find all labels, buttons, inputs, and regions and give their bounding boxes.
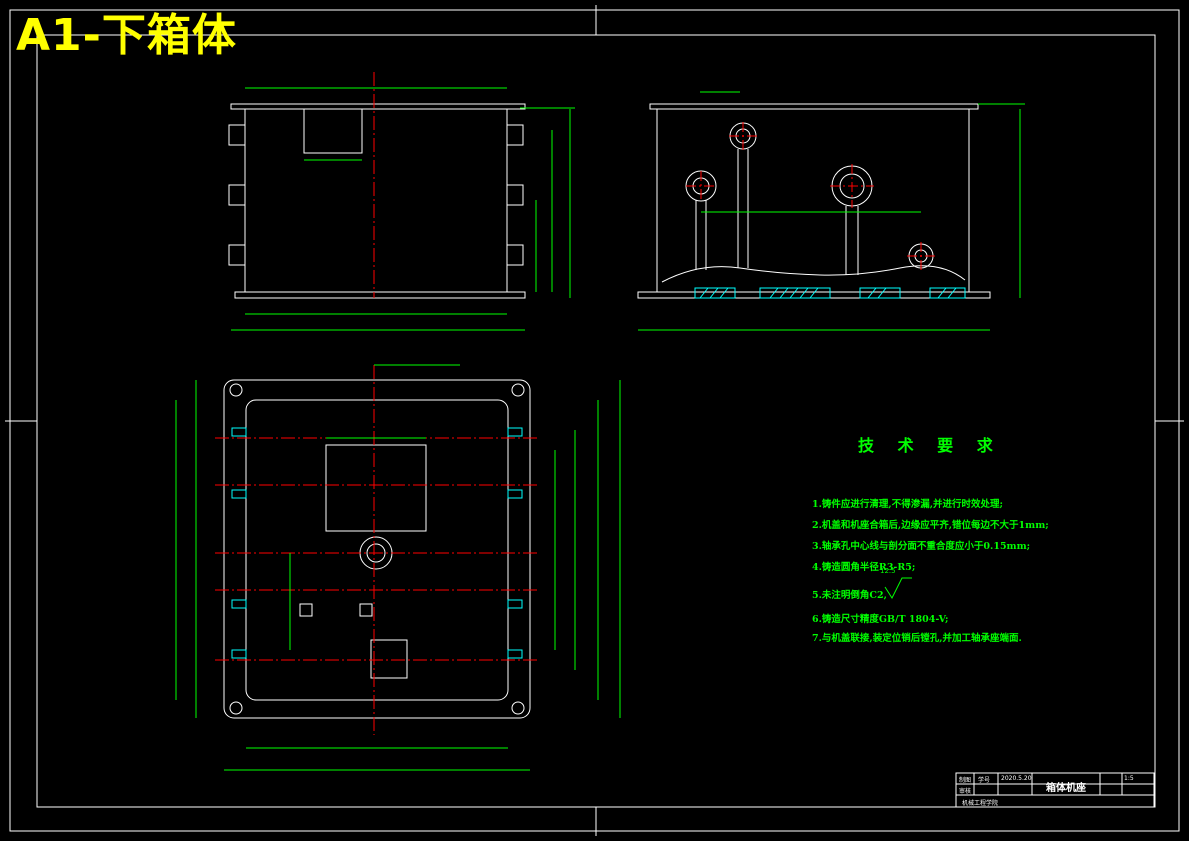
tech-requirement-item: 6.铸造尺寸精度GB/T 1804-V; [812, 614, 949, 625]
roughness-value: 12.5 [880, 567, 896, 575]
part-name: 箱体机座 [1046, 783, 1086, 794]
tech-requirement-item: 1.铸件应进行清理,不得渗漏,并进行时效处理; [812, 499, 1004, 510]
sheet-border [5, 5, 1184, 836]
drawing-date: 2020.5.20 [1001, 775, 1032, 782]
drafter-label: 制图 [959, 777, 972, 784]
top-view [175, 364, 621, 771]
tech-requirement-item: 7.与机盖联接,装定位销后镗孔,并加工轴承座端面. [812, 633, 1022, 644]
roughness-symbol [884, 577, 912, 600]
tech-requirement-item: 4.铸造圆角半径R3-R5; [812, 562, 916, 573]
tech-requirement-item: 5.未注明倒角C2, [812, 590, 887, 601]
title-block [955, 772, 1155, 808]
checker-label: 审核 [959, 788, 972, 795]
drawing-scale: 1:5 [1124, 775, 1134, 782]
tech-requirements-heading: 技 术 要 求 [858, 436, 1002, 455]
school-name: 机械工程学院 [962, 800, 999, 807]
tech-requirement-item: 3.轴承孔中心线与剖分面不重合度应小于0.15mm; [812, 541, 1031, 552]
tech-requirement-item: 2.机盖和机座合箱后,边缘应平齐,错位每边不大于1mm; [812, 520, 1049, 531]
sheet-title: A1-下箱体 [16, 10, 237, 61]
drafter-name: 学号 [978, 777, 991, 784]
front-view [228, 72, 575, 331]
side-view [637, 91, 1025, 331]
